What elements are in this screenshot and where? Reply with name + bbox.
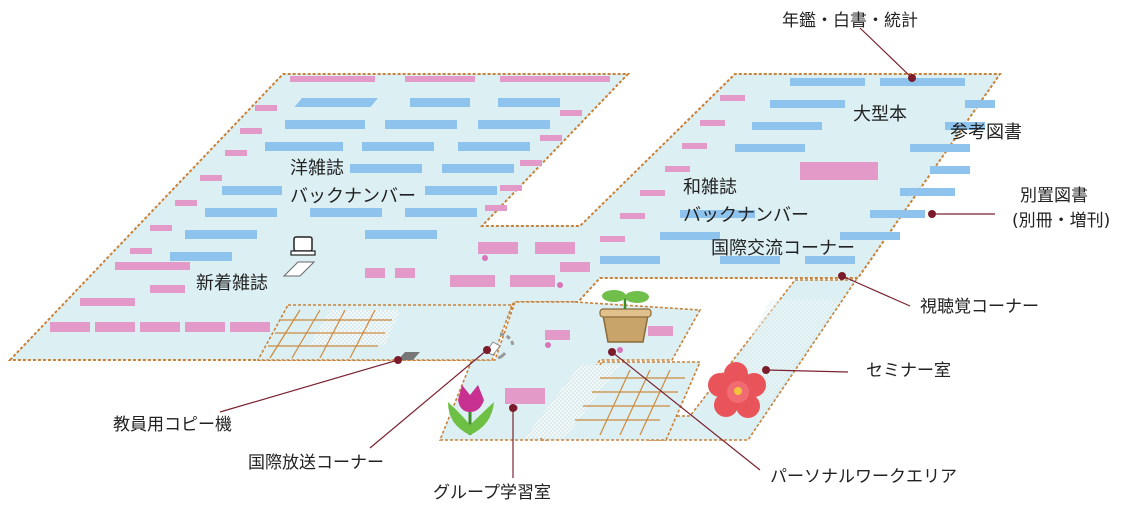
japanese-magazines-label-2[interactable]: バックナンバー [683,205,809,226]
western-shelves [170,98,560,261]
seminar-room-label[interactable]: セミナー室 [866,361,951,381]
computer-icon [282,236,316,277]
dotted-area-left [310,310,400,345]
copier-icon [398,352,420,360]
reference-label[interactable]: 参考図書 [950,122,1022,143]
personal-work-area-label[interactable]: パーソナルワークエリア [770,467,957,487]
japanese-shelves [600,78,995,264]
large-books-label[interactable]: 大型本 [853,104,907,125]
japanese-magazines-label-1[interactable]: 和雑誌 [683,177,737,198]
tulip-icon [448,385,494,435]
leader-dots [394,74,936,412]
grid-left [268,309,392,359]
audiovisual-label[interactable]: 視聴覚コーナー [920,297,1039,317]
magazine-racks-right [365,95,878,404]
new-magazines-label[interactable]: 新着雑誌 [196,273,268,294]
magazine-racks-left [50,76,610,332]
dotted-area-mid [525,365,620,438]
yearbook-label[interactable]: 年鑑・白書・統計 [782,11,918,31]
group-study-room-label[interactable]: グループ学習室 [433,483,551,503]
international-broadcast-label[interactable]: 国際放送コーナー [248,453,384,473]
leader-lines [219,27,995,478]
grid-right [575,369,685,436]
international-exchange-label[interactable]: 国際交流コーナー [711,238,855,259]
separate-books-label-1[interactable]: 別置図書 [1020,186,1088,206]
separate-books-label-2[interactable]: (別冊・増刊) [1012,211,1111,231]
western-magazines-label-2[interactable]: バックナンバー [290,186,416,207]
faculty-copier-label[interactable]: 教員用コピー機 [113,415,232,435]
flower-icon [708,362,766,418]
western-magazines-label-1[interactable]: 洋雑誌 [290,158,344,179]
plant-icon [599,290,652,343]
